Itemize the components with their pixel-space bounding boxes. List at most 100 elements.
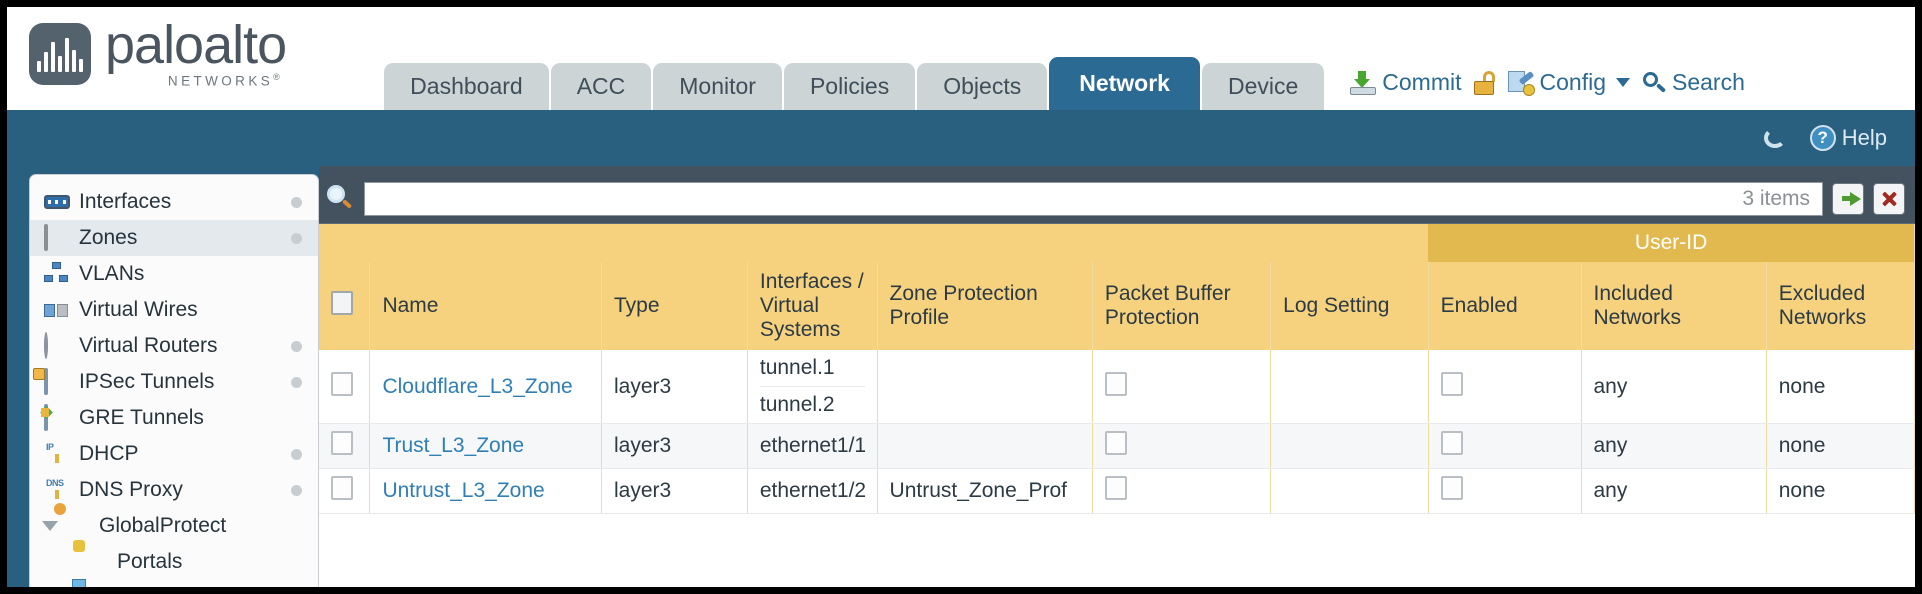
status-dot [291,196,302,208]
sidebar-item-dns-proxy[interactable]: DNS DNS Proxy [30,472,318,508]
tab-dashboard[interactable]: Dashboard [384,63,549,110]
config-menu[interactable]: Config [1507,69,1630,96]
cell-zone-protection-profile [877,423,1093,469]
column-header-interfaces[interactable]: Interfaces / Virtual Systems [747,262,878,350]
status-dot [291,232,302,244]
cell-packet-buffer-protection [1092,350,1272,424]
userid-enabled-checkbox[interactable] [1440,371,1463,396]
status-dot [291,376,302,388]
interface-item: tunnel.2 [759,386,865,423]
filter-input[interactable]: 3 items [364,181,1823,216]
tab-network[interactable]: Network [1049,57,1200,110]
paloalto-logo-icon [29,22,91,85]
packet-buffer-checkbox[interactable] [1104,476,1127,500]
sidebar-label: DHCP [79,442,139,465]
expand-triangle-icon[interactable] [42,521,58,531]
column-header-included-networks[interactable]: Included Networks [1581,262,1767,350]
sidebar-item-gateways[interactable]: Gateways [30,579,318,587]
zone-link[interactable]: Untrust_L3_Zone [382,479,545,502]
row-checkbox[interactable] [331,476,353,500]
chevron-down-icon [1616,78,1630,87]
table-row[interactable]: Cloudflare_L3_Zone layer3 tunnel.1 tunne… [319,350,1915,424]
column-header-type[interactable]: Type [601,262,748,350]
row-checkbox[interactable] [331,431,353,455]
sidebar-label: DNS Proxy [79,478,183,501]
tab-device[interactable]: Device [1201,63,1325,110]
status-dot [291,340,302,352]
table-row[interactable]: Trust_L3_Zone layer3 ethernet1/1 [319,423,1915,469]
zones-panel: 3 items [319,174,1915,587]
sidebar-label: Gateways [117,586,210,587]
select-all-checkbox[interactable] [331,291,353,315]
sidebar-item-ipsec-tunnels[interactable]: IPSec Tunnels [30,364,318,400]
sidebar-item-interfaces[interactable]: Interfaces [30,184,318,220]
cell-userid-enabled [1428,350,1582,424]
table-row[interactable]: Untrust_L3_Zone layer3 ethernet1/2 Untru… [319,468,1915,514]
cell-log-setting [1270,423,1429,469]
sub-header-band: ? Help [7,110,1915,166]
utility-toolbar: Commit Config Search [1350,69,1745,110]
row-checkbox[interactable] [331,371,353,396]
virtual-routers-icon [44,332,70,359]
column-header-name[interactable]: Name [369,262,602,350]
cell-zone-protection-profile [877,350,1093,424]
cell-interfaces: ethernet1/2 [747,468,878,514]
search-button[interactable]: Search [1642,69,1745,96]
tab-policies[interactable]: Policies [783,63,916,110]
column-header-packet-buffer-protection[interactable]: Packet Buffer Protection [1092,262,1272,350]
row-checkbox-cell [319,350,371,424]
userid-enabled-checkbox[interactable] [1440,476,1463,500]
ipsec-tunnels-icon [33,368,70,395]
cell-included-networks: any [1581,350,1767,424]
column-header-log-setting[interactable]: Log Setting [1270,262,1429,350]
gre-tunnels-icon [40,404,70,431]
cell-included-networks: any [1581,423,1767,469]
sidebar-item-gre-tunnels[interactable]: GRE Tunnels [30,400,318,436]
brand-subtitle: NETWORKS [167,73,274,88]
config-icon [1507,70,1535,96]
group-header-userid: User-ID [1428,224,1915,262]
search-icon [1642,71,1667,95]
packet-buffer-checkbox[interactable] [1104,431,1127,455]
status-dot [291,448,302,460]
tab-objects[interactable]: Objects [917,63,1048,110]
tab-acc[interactable]: ACC [550,63,652,110]
column-header-excluded-networks[interactable]: Excluded Networks [1766,262,1915,350]
unlock-icon[interactable] [1473,70,1496,95]
refresh-icon[interactable] [1763,125,1790,151]
packet-buffer-checkbox[interactable] [1104,371,1127,396]
zones-icon [44,224,70,251]
sidebar-label: VLANs [79,262,145,285]
select-all-checkbox-cell [319,262,371,350]
top-bar: paloalto NETWORKS® Dashboard ACC Monitor… [7,7,1915,110]
zone-link[interactable]: Trust_L3_Zone [382,434,525,457]
sidebar-item-portals[interactable]: Portals [30,540,318,580]
commit-label: Commit [1382,69,1462,95]
cell-packet-buffer-protection [1092,468,1272,514]
zone-link[interactable]: Cloudflare_L3_Zone [382,374,573,398]
sidebar-label: Interfaces [79,190,172,213]
apply-filter-button[interactable] [1832,182,1864,215]
userid-enabled-checkbox[interactable] [1440,431,1463,455]
column-header-enabled[interactable]: Enabled [1428,262,1582,350]
gateways-icon [72,579,108,587]
clear-filter-button[interactable] [1873,182,1905,215]
cell-included-networks: any [1581,468,1767,514]
sidebar-item-zones[interactable]: Zones [30,220,318,256]
sidebar-label: Zones [79,226,138,249]
commit-icon [1350,70,1377,95]
sidebar-item-virtual-wires[interactable]: Virtual Wires [30,292,318,328]
sidebar-item-virtual-routers[interactable]: Virtual Routers [30,328,318,364]
commit-button[interactable]: Commit [1350,69,1462,96]
help-button[interactable]: ? Help [1809,125,1887,151]
sidebar-item-dhcp[interactable]: IP DHCP [30,436,318,472]
filter-search-icon[interactable] [325,184,355,214]
sidebar-item-globalprotect[interactable]: GlobalProtect [30,503,318,544]
tab-monitor[interactable]: Monitor [653,63,782,110]
interfaces-icon [44,190,70,214]
sidebar-item-vlans[interactable]: VLANs [30,256,318,292]
column-header-zone-protection-profile[interactable]: Zone Protection Profile [877,262,1093,350]
cell-interfaces: ethernet1/1 [747,423,878,469]
portals-icon [73,540,108,574]
